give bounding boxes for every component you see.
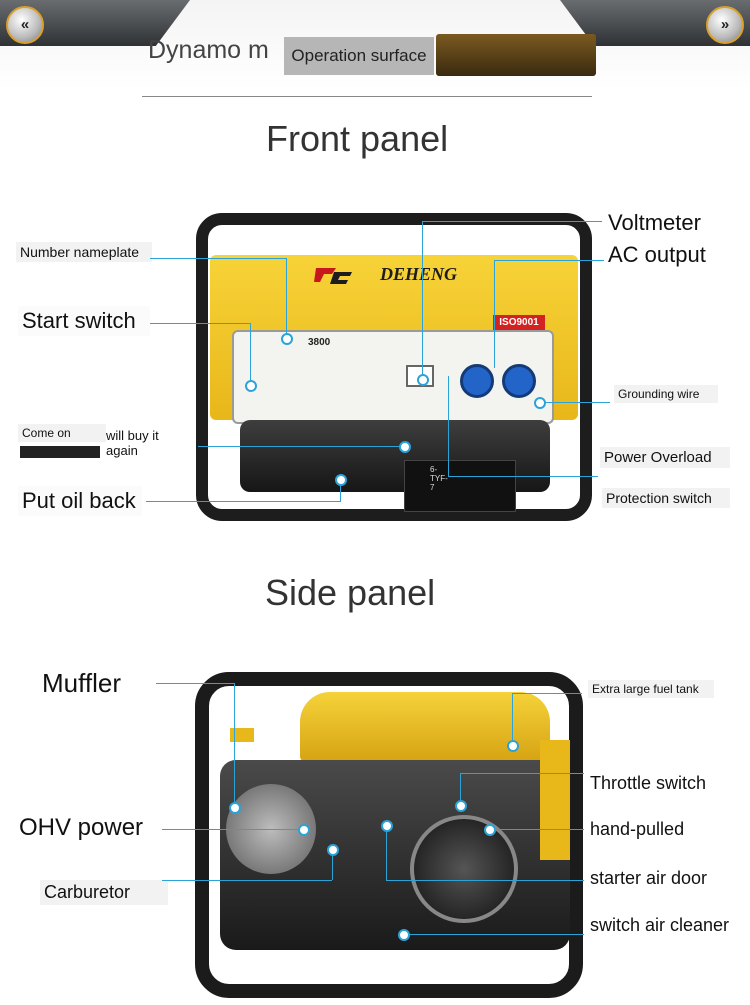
dot-air-door <box>381 820 393 832</box>
dot-start-switch <box>245 380 257 392</box>
come-on-graphic <box>20 446 100 458</box>
label-ac-output: AC output <box>608 242 706 267</box>
side-panel-title: Side panel <box>265 572 436 613</box>
header-title-graphic <box>436 34 596 76</box>
line-ac-output-v <box>494 260 495 368</box>
label-carburetor: Carburetor <box>40 880 168 905</box>
dot-ohv <box>298 824 310 836</box>
line-fuel-tank <box>512 693 582 694</box>
dot-fuel-tank <box>507 740 519 752</box>
label-number-nameplate: Number nameplate <box>16 242 152 262</box>
line-grounding <box>540 402 610 403</box>
label-put-oil-back: Put oil back <box>18 486 142 516</box>
label-come-on: Come on <box>18 424 106 442</box>
line-oil-back <box>146 501 340 502</box>
header-title: Dynamo m <box>148 36 269 64</box>
header-divider <box>142 96 592 97</box>
line-ohv <box>162 829 300 830</box>
generator-frame <box>196 213 592 521</box>
dot-voltmeter <box>417 374 429 386</box>
line-muffler-v <box>234 683 235 805</box>
recoil-starter <box>410 815 518 923</box>
model-number: 3800 <box>308 337 331 348</box>
line-fuel-tank-v <box>512 693 513 743</box>
label-fuel-tank: Extra large fuel tank <box>588 680 714 698</box>
line-throttle-v <box>460 773 461 803</box>
battery-label: 6-TYF-7 <box>430 465 448 492</box>
line-start-switch-v <box>250 323 251 383</box>
dot-nameplate <box>281 333 293 345</box>
forward-arrow-icon[interactable]: » <box>706 6 744 44</box>
generator-battery <box>404 460 516 512</box>
label-voltmeter: Voltmeter <box>608 210 701 235</box>
label-hand-pulled: hand-pulled <box>590 819 685 839</box>
line-air-door <box>386 880 584 881</box>
label-throttle-switch: Throttle switch <box>590 773 707 793</box>
generator-frame-side <box>195 672 583 998</box>
label-grounding-wire: Grounding wire <box>614 385 718 403</box>
dot-muffler <box>229 802 241 814</box>
brand-logo-icon <box>314 268 352 284</box>
control-panel <box>232 330 554 424</box>
label-buy-again: will buy it again <box>106 428 159 458</box>
tank-side <box>540 740 570 860</box>
label-power-overload: Power Overload <box>600 447 730 468</box>
line-hand-pulled <box>490 829 584 830</box>
warning-sticker <box>230 728 254 742</box>
iso-badge: ISO9001 <box>493 315 545 331</box>
line-voltmeter-v <box>422 221 423 379</box>
label-muffler: Muffler <box>42 668 121 698</box>
line-nameplate <box>150 258 286 259</box>
line-start-switch <box>150 323 250 324</box>
dot-oil-back <box>335 474 347 486</box>
line-air-cleaner <box>404 934 584 935</box>
line-come-on <box>198 446 403 447</box>
ac-socket-2 <box>502 364 536 398</box>
dot-come-on <box>399 441 411 453</box>
brand-name: DEHENG <box>380 264 458 284</box>
label-ohv-power: OHV power <box>19 814 144 841</box>
line-nameplate-v <box>286 258 287 336</box>
line-oil-back-v <box>340 478 341 502</box>
line-voltmeter <box>422 221 602 222</box>
dot-hand-pulled <box>484 824 496 836</box>
label-air-cleaner: switch air cleaner <box>590 915 730 935</box>
line-air-door-v <box>386 825 387 880</box>
ac-socket-1 <box>460 364 494 398</box>
header-overlay-label: Operation surface <box>284 37 434 75</box>
line-carburetor-v <box>332 848 333 880</box>
line-power-overload <box>448 476 598 477</box>
dot-throttle <box>455 800 467 812</box>
label-start-switch: Start switch <box>18 306 150 336</box>
line-power-overload-v <box>448 376 449 476</box>
front-panel-title: Front panel <box>266 118 449 159</box>
label-starter-air-door: starter air door <box>590 868 708 888</box>
dot-grounding <box>534 397 546 409</box>
dot-air-cleaner <box>398 929 410 941</box>
line-carburetor <box>162 880 332 881</box>
dot-carburetor <box>327 844 339 856</box>
line-throttle <box>460 773 584 774</box>
label-protection-switch: Protection switch <box>602 488 730 508</box>
line-ac-output <box>494 260 604 261</box>
back-arrow-icon[interactable]: « <box>6 6 44 44</box>
line-muffler <box>156 683 234 684</box>
